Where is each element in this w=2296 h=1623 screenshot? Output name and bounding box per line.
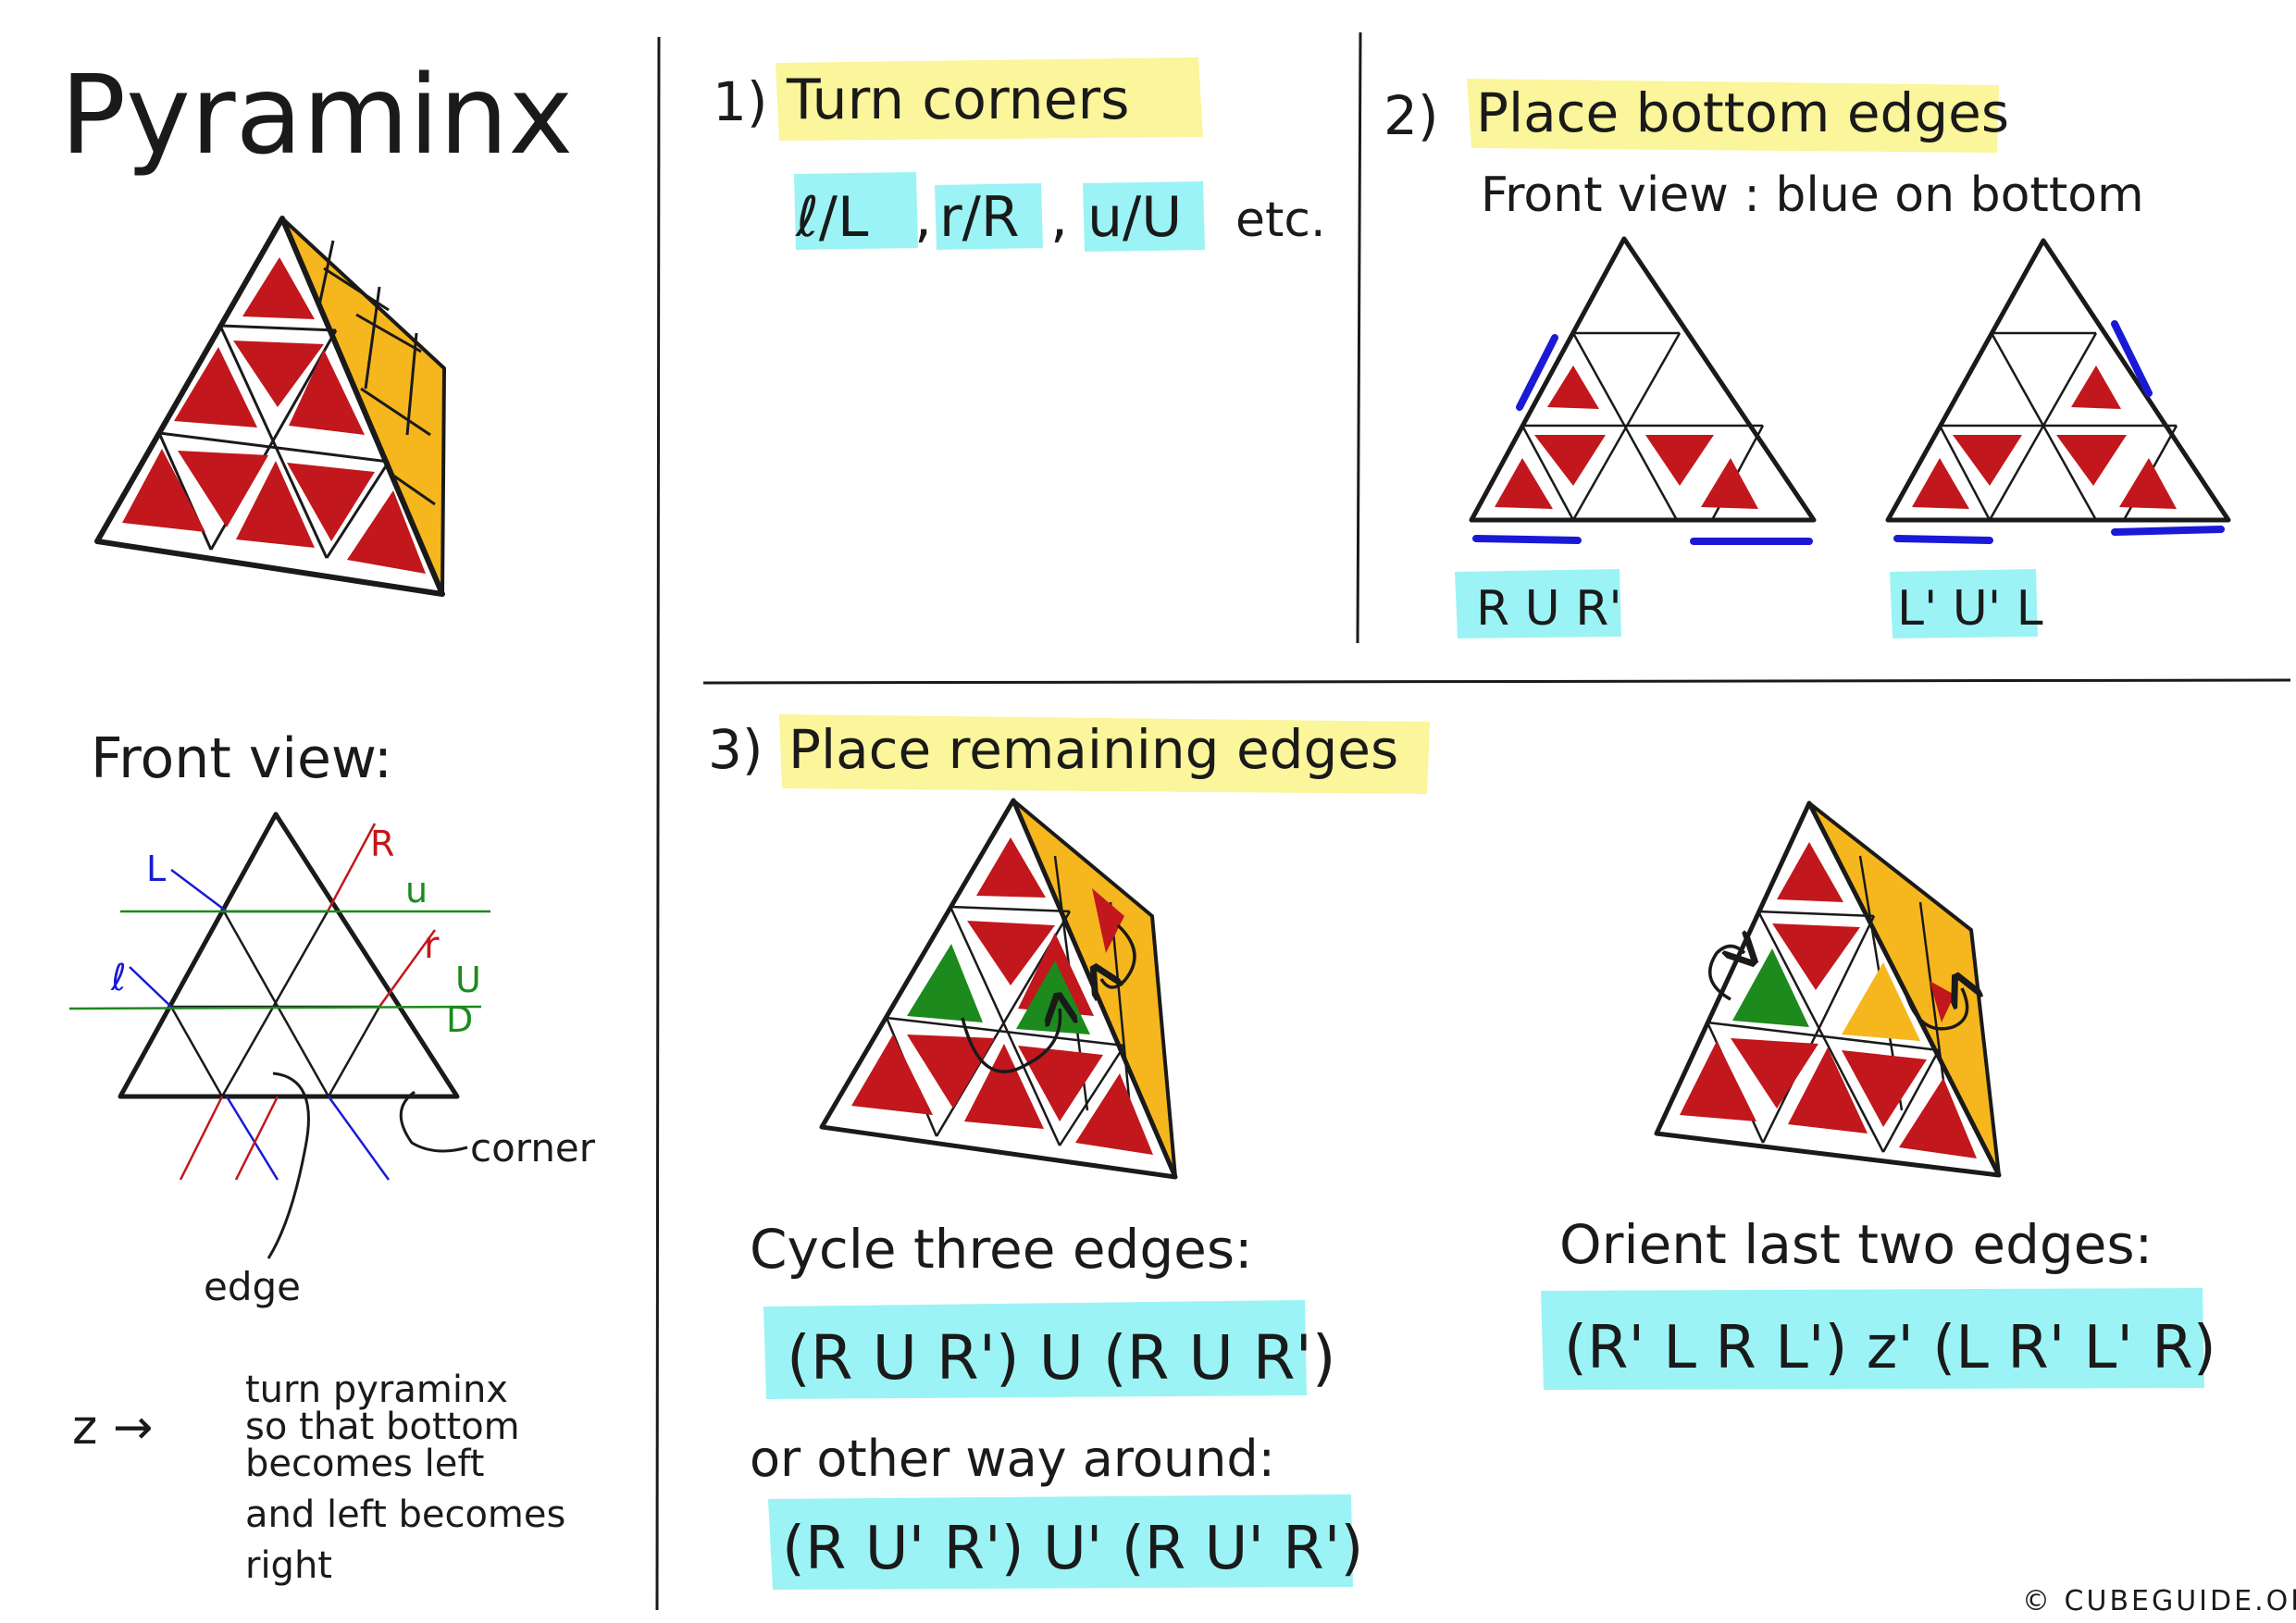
- z-note-line-4: and left becomes: [245, 1493, 565, 1536]
- label-r: r: [424, 924, 440, 967]
- step1-comma-1: ,: [914, 185, 932, 250]
- step3-section: 3) Place remaining edges: [708, 714, 2216, 1590]
- z-note-line-2: so that bottom: [245, 1406, 520, 1448]
- step1-comma-2: ,: [1050, 185, 1068, 250]
- step1-move-l: ℓ/L: [795, 185, 869, 250]
- label-D: D: [446, 999, 473, 1040]
- step3-alt-alg: (R U' R') U' (R U' R'): [782, 1515, 1363, 1583]
- top-bottom-divider: [702, 678, 2291, 685]
- step2-title: Place bottom edges: [1476, 81, 2009, 144]
- step3-orient-pyraminx: [1654, 800, 2002, 1178]
- axis-R-line: [326, 823, 377, 912]
- step1-move-r: r/R: [939, 185, 1020, 250]
- step2-section: 2) Place bottom edges Front view : blue …: [1384, 79, 2231, 638]
- step3-cycle-pyraminx: [819, 798, 1178, 1180]
- front-view-heading: Front view:: [91, 726, 392, 791]
- step1-section: 1) Turn corners ℓ/L , r/R , u/U etc.: [713, 57, 1326, 252]
- step3-cycle-alg: (R U R') U (R U R'): [787, 1322, 1336, 1394]
- z-rotation-note: z → turn pyraminx so that bottom becomes…: [72, 1369, 565, 1587]
- label-edge: edge: [204, 1264, 301, 1309]
- step3-number: 3): [708, 718, 763, 781]
- step2-alg-left: R U R': [1476, 581, 1622, 637]
- step1-move-u: u/U: [1087, 185, 1182, 250]
- label-U: U: [455, 960, 481, 1000]
- step2-diagram-left: [1469, 236, 1817, 545]
- axis-l-line: [129, 966, 172, 1008]
- z-symbol: z →: [72, 1400, 153, 1456]
- label-corner: corner: [470, 1125, 596, 1171]
- step1-etc: etc.: [1235, 192, 1326, 248]
- z-note-line-3: becomes left: [245, 1443, 484, 1485]
- front-view-diagram: L ℓ R r u U D corner edge: [68, 812, 596, 1309]
- step2-diagram-right: [1885, 238, 2231, 544]
- step1-title: Turn corners: [786, 68, 1129, 132]
- label-l: ℓ: [110, 957, 127, 999]
- section-dividers: [655, 31, 2291, 1611]
- step3-title: Place remaining edges: [788, 718, 1398, 781]
- step2-alg-right: L' U' L: [1897, 581, 2043, 637]
- step1-number: 1): [713, 70, 768, 133]
- label-u: u: [405, 870, 428, 911]
- z-note-line-5: right: [245, 1544, 332, 1587]
- axis-U-line: [68, 1005, 482, 1010]
- page-title: Pyraminx: [60, 51, 573, 179]
- pyraminx-solved-illustration: [94, 216, 446, 597]
- z-note-line-1: turn pyraminx: [245, 1369, 508, 1411]
- step1-step2-divider: [1356, 31, 1362, 644]
- label-L: L: [146, 849, 166, 889]
- step3-alt-label: or other way around:: [750, 1430, 1275, 1488]
- step3-cycle-label: Cycle three edges:: [750, 1218, 1253, 1281]
- step2-subtitle: Front view : blue on bottom: [1481, 167, 2144, 223]
- left-column-divider: [655, 36, 661, 1611]
- axis-r-line: [378, 929, 437, 1008]
- copyright-footer: © CUBEGUIDE.ORG: [2022, 1585, 2296, 1617]
- step2-number: 2): [1384, 84, 1439, 147]
- step3-orient-alg: (R' L R L') z' (L R' L' R): [1564, 1314, 2216, 1382]
- label-R: R: [370, 824, 394, 864]
- axis-L-line: [170, 869, 228, 912]
- step3-orient-label: Orient last two edges:: [1559, 1213, 2153, 1276]
